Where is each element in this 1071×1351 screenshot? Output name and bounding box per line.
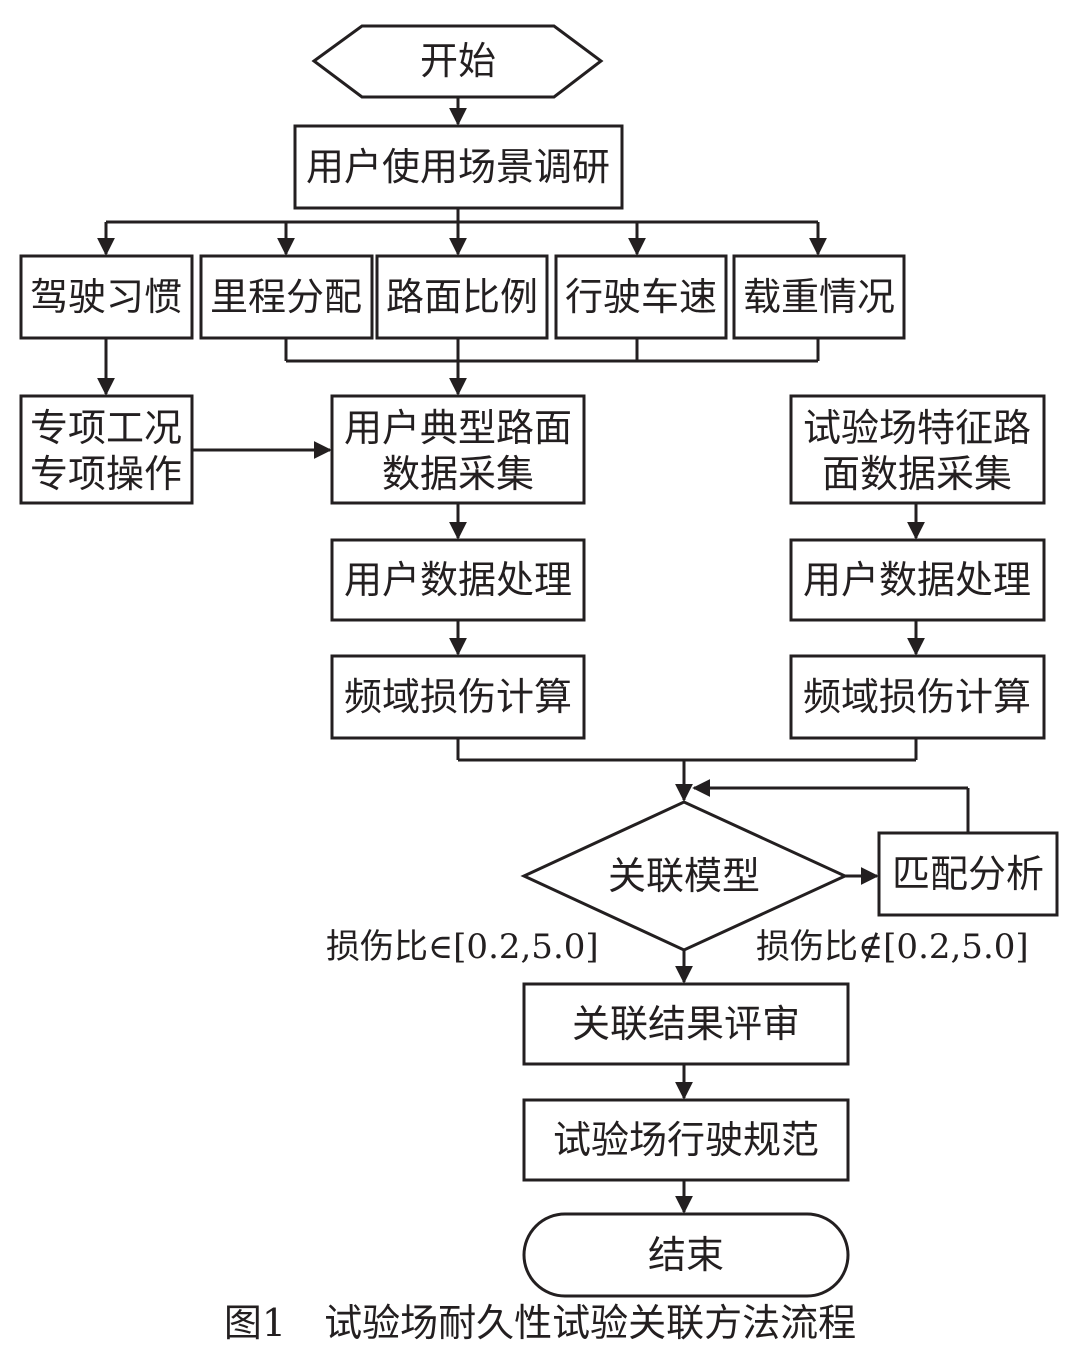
match-label: 匹配分析	[892, 852, 1044, 896]
proving-collect-label-line2: 面数据采集	[822, 452, 1012, 496]
model-label: 关联模型	[608, 854, 760, 898]
node-model: 关联模型	[520, 800, 849, 952]
connectors	[97, 97, 970, 1214]
speed-label: 行驶车速	[565, 275, 717, 319]
user-damage-label: 频域损伤计算	[344, 675, 572, 719]
node-review: 关联结果评审	[522, 982, 850, 1066]
node-speed: 行驶车速	[554, 254, 728, 340]
node-user-collect: 用户典型路面 数据采集	[330, 394, 586, 505]
survey-label: 用户使用场景调研	[306, 145, 610, 189]
match-box	[877, 831, 1059, 917]
habit-box	[19, 254, 194, 340]
load-box	[732, 254, 906, 340]
proving-collect-label-line1: 试验场特征路	[803, 406, 1031, 450]
end-label: 结束	[648, 1233, 724, 1277]
user-damage-box	[330, 654, 586, 740]
node-spec: 试验场行驶规范	[522, 1098, 850, 1182]
load-label: 载重情况	[743, 275, 895, 319]
node-start: 开始	[311, 24, 604, 99]
proving-damage-label: 频域损伤计算	[803, 675, 1031, 719]
user-process-box	[330, 538, 586, 622]
condition-in-range: 损伤比∈[0.2,5.0]	[326, 927, 599, 967]
start-hexagon	[311, 24, 604, 99]
user-process-label: 用户数据处理	[344, 558, 572, 602]
node-survey: 用户使用场景调研	[293, 124, 624, 210]
node-mileage: 里程分配	[199, 254, 374, 340]
proving-process-box	[789, 538, 1046, 622]
proving-damage-box	[789, 654, 1046, 740]
special-box	[19, 394, 194, 505]
end-terminator	[522, 1212, 850, 1298]
condition-out-range: 损伤比∉[0.2,5.0]	[756, 927, 1029, 967]
node-match: 匹配分析	[877, 831, 1059, 917]
habit-label: 驾驶习惯	[30, 275, 182, 319]
user-collect-label-line1: 用户典型路面	[344, 406, 572, 450]
node-special: 专项工况 专项操作	[19, 394, 194, 505]
spec-box	[522, 1098, 850, 1182]
proving-collect-box	[789, 394, 1046, 505]
user-collect-box	[330, 394, 586, 505]
node-end: 结束	[522, 1212, 850, 1298]
survey-box	[293, 124, 624, 210]
node-proving-process: 用户数据处理	[789, 538, 1046, 622]
figure-caption: 图1 试验场耐久性试验关联方法流程	[224, 1301, 856, 1345]
node-habit: 驾驶习惯	[19, 254, 194, 340]
node-user-damage: 频域损伤计算	[330, 654, 586, 740]
node-load: 载重情况	[732, 254, 906, 340]
review-box	[522, 982, 850, 1066]
spec-label: 试验场行驶规范	[553, 1118, 819, 1162]
special-label-line1: 专项工况	[30, 406, 182, 450]
road-ratio-box	[375, 254, 549, 340]
speed-box	[554, 254, 728, 340]
node-user-process: 用户数据处理	[330, 538, 586, 622]
node-proving-damage: 频域损伤计算	[789, 654, 1046, 740]
start-label: 开始	[420, 39, 496, 83]
mileage-box	[199, 254, 374, 340]
special-label-line2: 专项操作	[30, 452, 182, 496]
review-label: 关联结果评审	[572, 1002, 800, 1046]
model-diamond	[520, 800, 849, 952]
node-road-ratio: 路面比例	[375, 254, 549, 340]
node-proving-collect: 试验场特征路 面数据采集	[789, 394, 1046, 505]
proving-process-label: 用户数据处理	[803, 558, 1031, 602]
user-collect-label-line2: 数据采集	[382, 452, 534, 496]
road-ratio-label: 路面比例	[386, 275, 538, 319]
mileage-label: 里程分配	[210, 275, 362, 319]
